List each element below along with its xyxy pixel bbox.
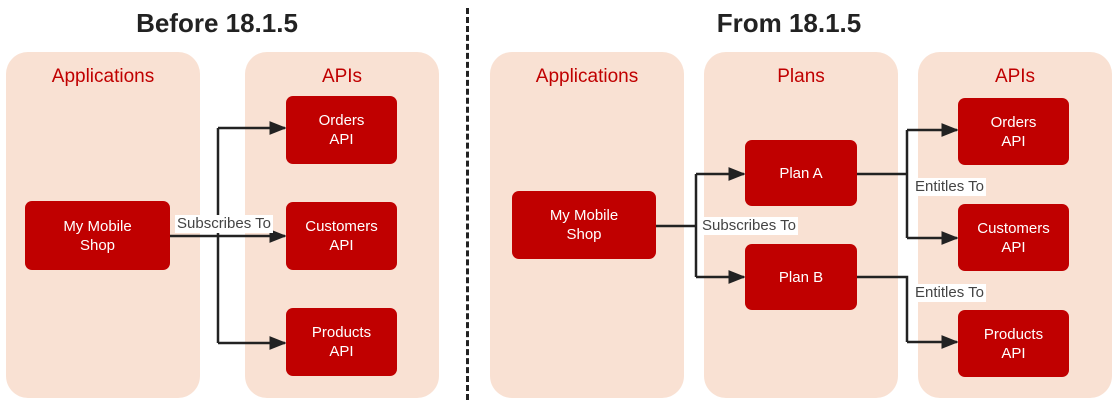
left-api-customers: Customers API [286, 202, 397, 270]
plan-b-connector [857, 275, 909, 342]
left-api-orders: Orders API [286, 96, 397, 164]
right-plan-b: Plan B [745, 244, 857, 310]
right-subscribes-label: Subscribes To [700, 217, 798, 235]
left-apis-label: APIs [321, 66, 363, 87]
left-api-products: Products API [286, 308, 397, 376]
left-applications-label: Applications [51, 66, 155, 87]
right-applications-label: Applications [535, 66, 639, 87]
right-api-customers: Customers API [958, 204, 1069, 271]
left-subscribes-label: Subscribes To [175, 215, 273, 233]
right-apis-label: APIs [994, 66, 1036, 87]
section-divider [466, 8, 469, 400]
right-plans-label: Plans [777, 66, 825, 87]
plan-b-entitles-label: Entitles To [913, 284, 986, 302]
left-app-box: My Mobile Shop [25, 201, 170, 270]
before-title: Before 18.1.5 [136, 8, 298, 38]
plan-a-entitles-label: Entitles To [913, 178, 986, 196]
after-title: From 18.1.5 [716, 8, 862, 38]
right-app-box: My Mobile Shop [512, 191, 656, 259]
right-api-orders: Orders API [958, 98, 1069, 165]
right-plan-a: Plan A [745, 140, 857, 206]
right-api-products: Products API [958, 310, 1069, 377]
